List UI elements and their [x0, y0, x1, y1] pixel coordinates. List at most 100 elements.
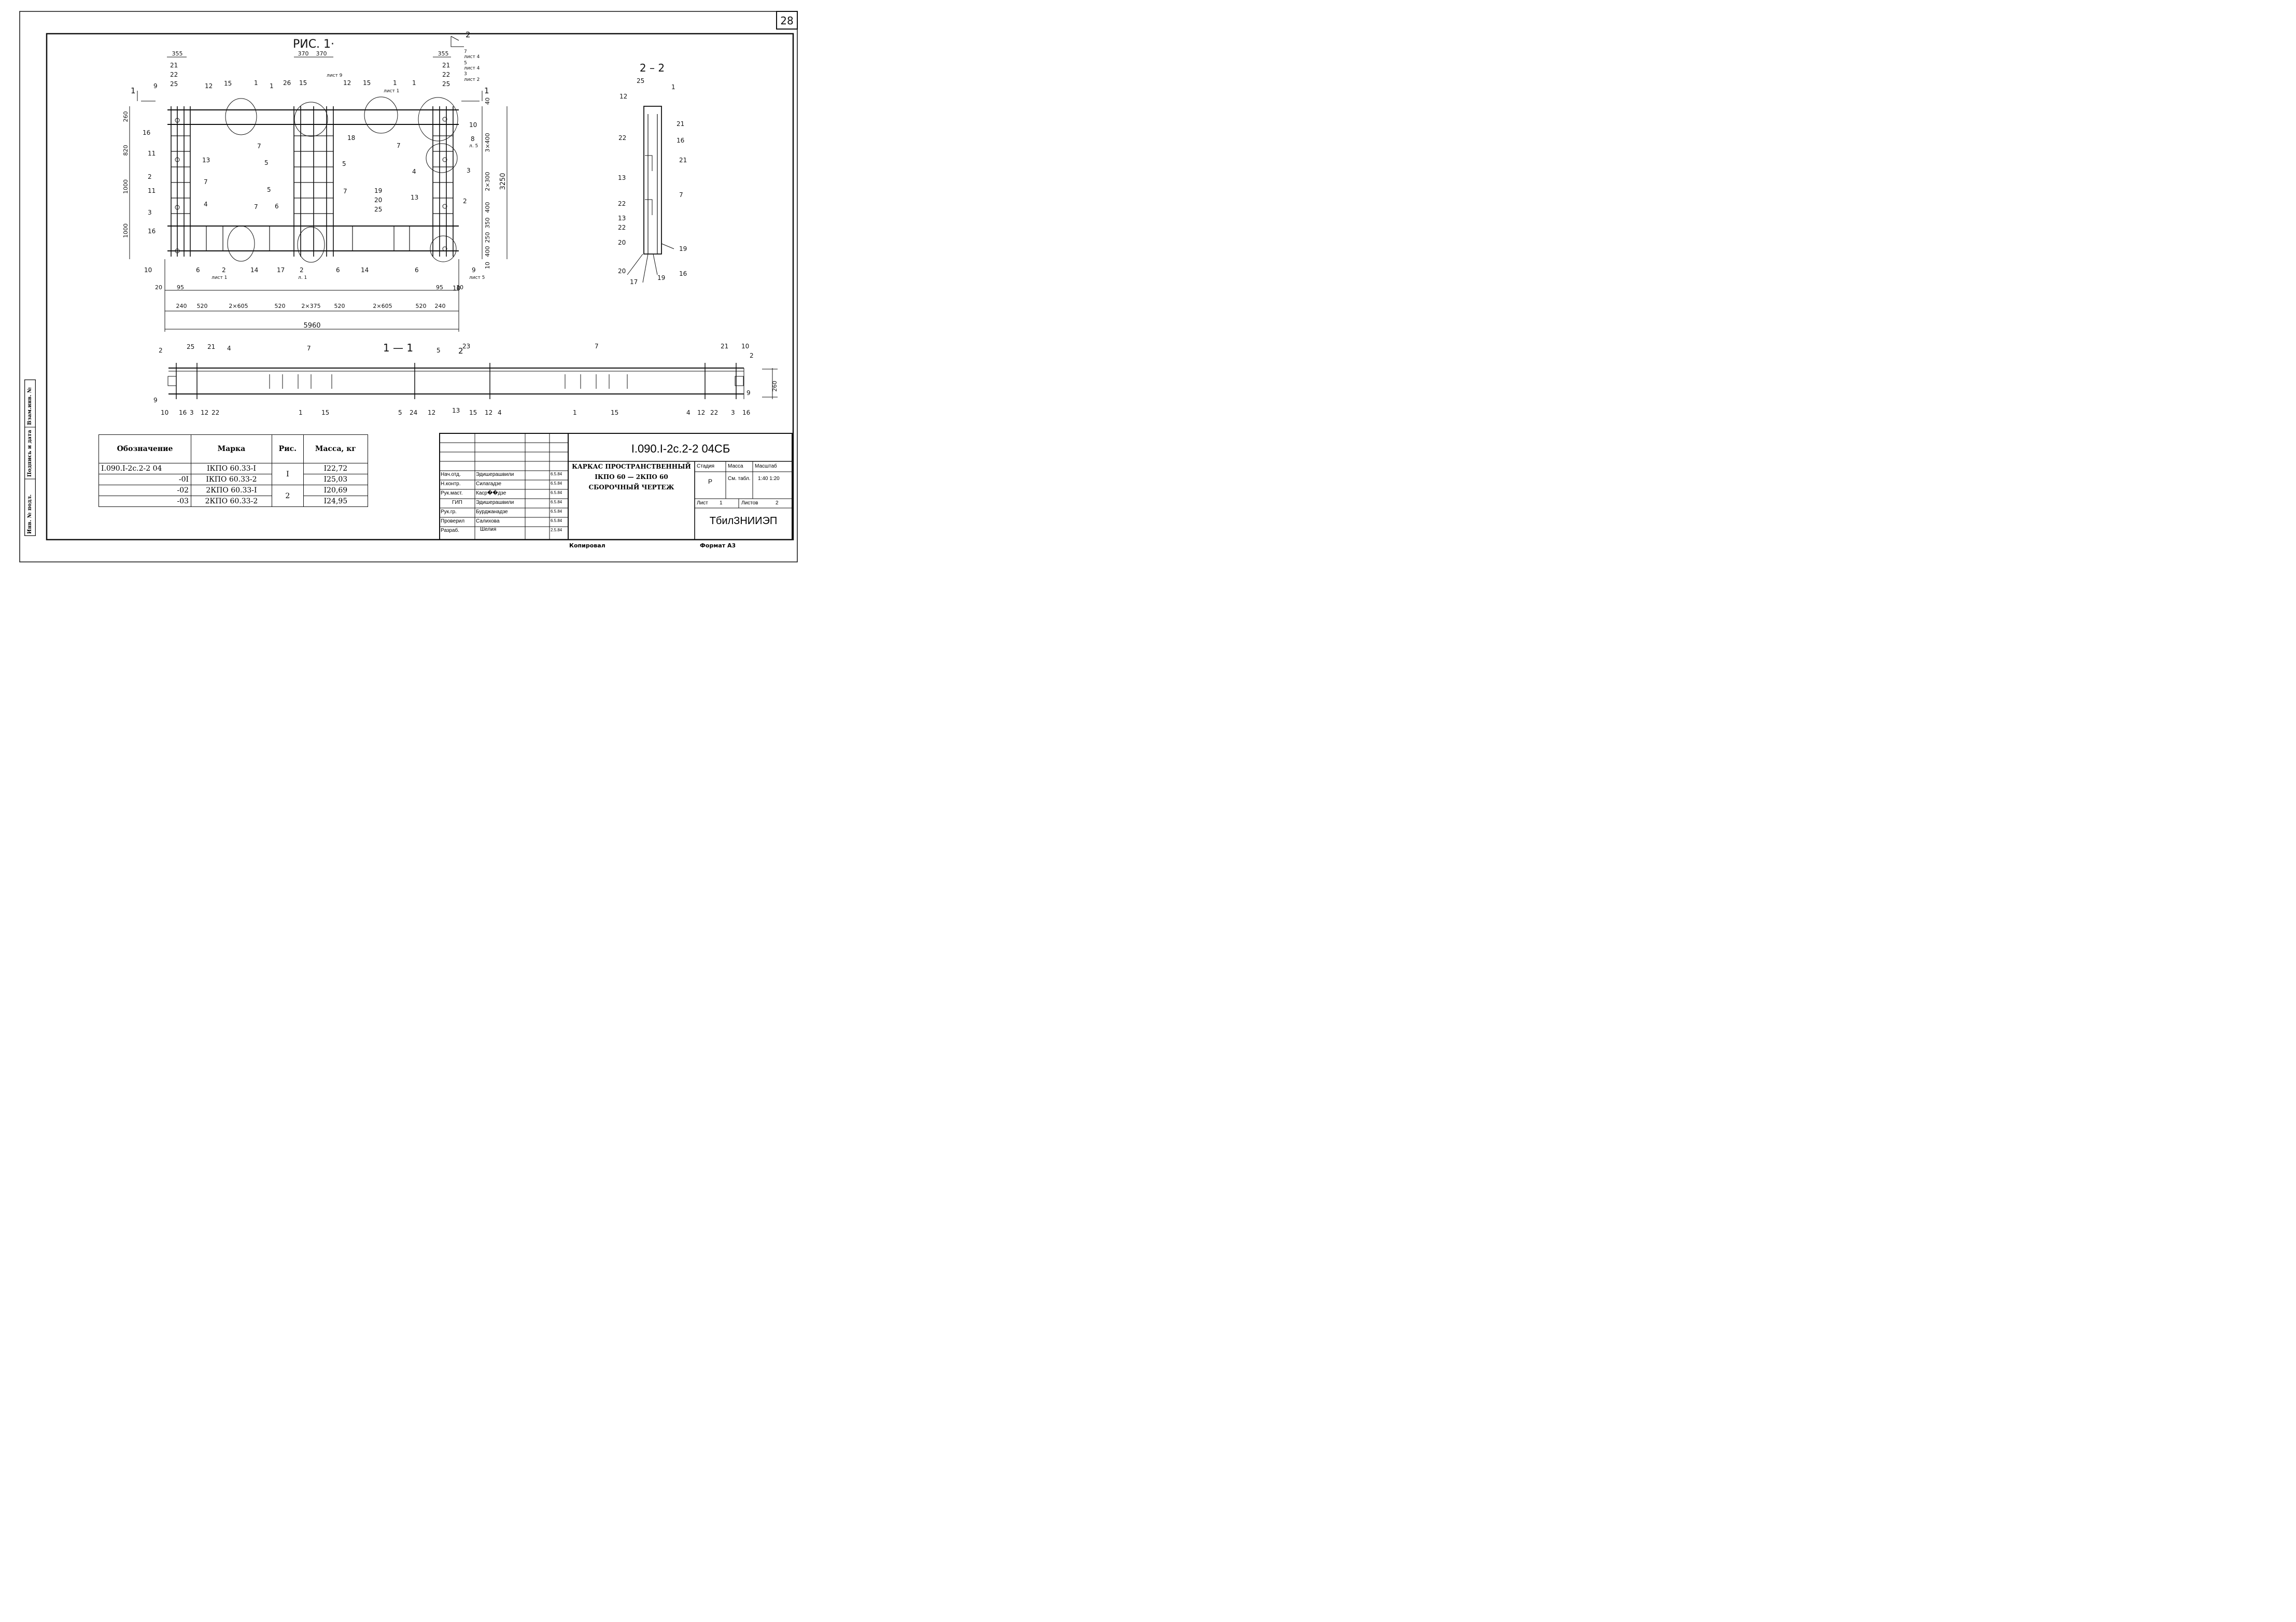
cut-mark-1-right: 1: [484, 86, 489, 95]
fig1-frame: [167, 96, 459, 263]
dim-b2-5: 2×375: [301, 303, 320, 309]
callout: 1: [671, 83, 675, 91]
callout: 9: [153, 397, 158, 404]
mass: I25,03: [303, 474, 369, 485]
stack-ref: 7: [464, 49, 467, 54]
callout: 25: [637, 77, 644, 84]
designation: I.090.I-2c.2-2 04: [98, 463, 192, 474]
callout: 12: [428, 409, 435, 416]
callout: 21: [442, 62, 450, 69]
staff-date: 6.5.84: [551, 509, 562, 514]
sheet-ref: лист 5: [469, 275, 485, 280]
callout: 6: [415, 266, 419, 274]
cut-mark-2-section: 2: [458, 346, 463, 356]
callout: 7: [254, 203, 258, 210]
callout: 15: [363, 79, 371, 87]
callout: 16: [742, 409, 750, 416]
dim-b2-1: 240: [176, 303, 187, 309]
dim-right-7: 400: [484, 246, 491, 257]
stack-ref: 3: [464, 72, 467, 77]
callout: 12: [343, 79, 351, 87]
callout: 16: [148, 228, 156, 235]
callout: 12: [205, 82, 213, 90]
staff-name: Силагадзе: [476, 481, 502, 487]
staff-date: 6.5.84: [551, 481, 562, 486]
mark: 2КПО 60.33-I: [191, 485, 272, 496]
scale-label: Масштаб: [755, 463, 777, 469]
table-row: -03 2КПО 60.33-2 I24,95: [98, 496, 369, 507]
callout: 13: [618, 174, 626, 181]
callout: 15: [224, 80, 232, 87]
callout: 4: [686, 409, 691, 416]
name-line: IКПО 60 — 2КПО 60: [595, 473, 668, 481]
callout: 25: [187, 343, 194, 350]
staff-role: ГИП: [452, 500, 462, 505]
stage-label: Стадия: [697, 463, 715, 469]
document-name: КАРКАС ПРОСТРАНСТВЕННЫЙ IКПО 60 — 2КПО 6…: [569, 461, 694, 492]
staff-date: 6.5.84: [551, 518, 562, 523]
callout: 16: [679, 270, 687, 277]
callout: 7: [343, 188, 347, 195]
dim-right-3: 2×300: [484, 172, 491, 191]
staff-date: 6.5.84: [551, 490, 562, 495]
callout: 15: [299, 79, 307, 87]
dim-b2-2: 520: [197, 303, 208, 309]
dim-b1-3: 95: [436, 284, 443, 291]
section-11-callouts: 2 25 21 4 7 5 23 7 21 10 2 9 10 16 3 12 …: [153, 343, 778, 416]
callout: 26: [283, 79, 291, 87]
callout: 16: [143, 129, 150, 136]
callout: 5: [342, 160, 346, 167]
stack-ref: лист 4: [464, 66, 480, 71]
callout: 6: [336, 266, 340, 274]
dim-top-2: 370: [298, 50, 309, 57]
section-22-callouts: 25 1 12 21 16 22 21 13 7 22 13 22 20 19 …: [618, 77, 687, 286]
section-22-title: 2 – 2: [640, 62, 665, 74]
callout: 5: [436, 347, 441, 354]
callout: 20: [374, 196, 382, 204]
callout: 15: [611, 409, 618, 416]
callout: 7: [595, 343, 599, 350]
callout: 1: [299, 409, 303, 416]
side-stamp-sign: Подпись и дата: [27, 430, 33, 477]
staff-name: Бурджанадзе: [476, 509, 508, 515]
footer-format: Формат А3: [700, 542, 736, 549]
callout: 11: [148, 187, 156, 194]
callout: 22: [170, 71, 178, 78]
callout: 20: [618, 267, 626, 275]
side-stamp: Инв. № подл. Подпись и дата Взам.инв. №: [24, 379, 36, 536]
callout: 15: [469, 409, 477, 416]
callout: 9: [472, 266, 476, 274]
dim-section-height: 260: [771, 381, 778, 392]
staff-name: Шелия: [480, 527, 497, 532]
callout: 12: [619, 93, 627, 100]
callout: 19: [679, 245, 687, 252]
side-stamp-inv: Инв. № подл.: [27, 494, 33, 534]
callout: 12: [201, 409, 208, 416]
callout: 5: [267, 186, 271, 193]
spec-table: Обозначение Марка Рис. Масса, кг I.090.I…: [98, 434, 369, 507]
callout: 22: [618, 200, 626, 207]
callout: 3: [467, 167, 471, 174]
fig1-callouts: 9 16 11 2 11 3 16 10 12 15 1 1 7 13 7 4 …: [143, 49, 485, 292]
mark: 2КПО 60.33-2: [191, 496, 272, 507]
staff-name: Эдишерашвили: [476, 500, 514, 505]
callout: 5: [264, 159, 269, 166]
sheet-ref: лист 1: [212, 275, 227, 280]
title-block-grid: [439, 433, 793, 540]
staff-date: 6.5.84: [551, 472, 562, 476]
dim-top-4: 355: [438, 50, 449, 57]
callout: 16: [677, 137, 684, 144]
mass: I22,72: [303, 463, 369, 474]
callout: 17: [630, 278, 638, 286]
callout: 21: [677, 120, 684, 128]
callout: 9: [153, 82, 158, 90]
section-11-view: [167, 363, 778, 399]
inner-frame: [46, 33, 794, 541]
callout: 21: [721, 343, 728, 350]
staff-date: 6.5.84: [551, 500, 562, 504]
callout: 22: [710, 409, 718, 416]
callout: 10: [453, 285, 460, 292]
section-11-title: 1 — 1: [383, 342, 413, 354]
callout: 4: [498, 409, 502, 416]
callout: 25: [170, 80, 178, 88]
